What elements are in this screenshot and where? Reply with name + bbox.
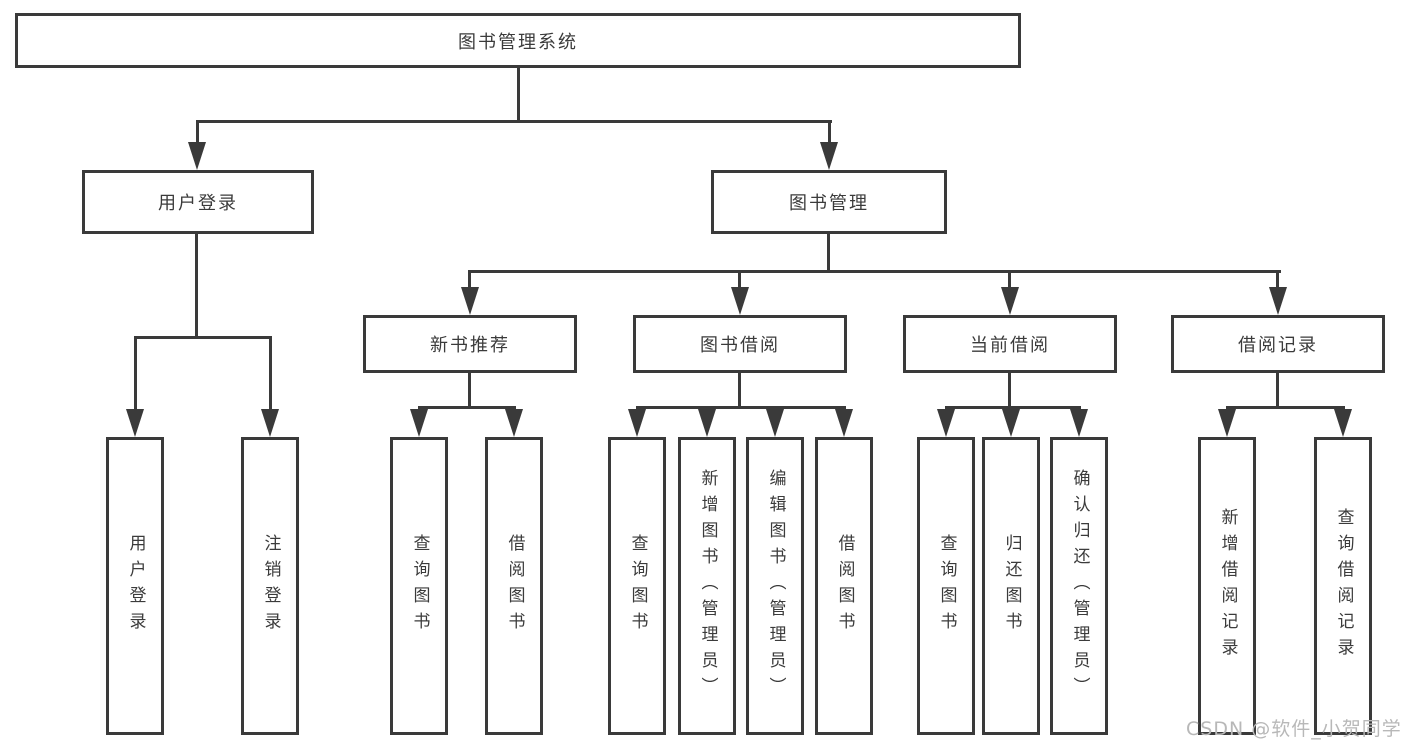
arrow-down-icon	[261, 409, 279, 437]
arrow-down-icon	[766, 409, 784, 437]
connector-line	[1276, 373, 1279, 409]
node-label: 图书管理系统	[458, 31, 578, 53]
node-label: 注销登录	[260, 534, 281, 638]
connector-line	[1008, 270, 1011, 290]
node-label: 当前借阅	[970, 335, 1050, 356]
connector-line	[636, 406, 846, 409]
arrow-down-icon	[461, 287, 479, 315]
leaf-add-borrow-record: 新增借阅记录	[1198, 437, 1256, 735]
arrow-down-icon	[1334, 409, 1352, 437]
node-library-management-system: 图书管理系统	[15, 13, 1021, 68]
connector-line	[1008, 373, 1011, 409]
connector-line	[517, 68, 520, 120]
connector-line	[134, 336, 272, 339]
leaf-edit-books-admin: 编辑图书（管理员）	[746, 437, 804, 735]
node-user-login: 用户登录	[82, 170, 314, 234]
arrow-down-icon	[1269, 287, 1287, 315]
arrow-down-icon	[937, 409, 955, 437]
connector-line	[269, 336, 272, 410]
leaf-borrow-books: 借阅图书	[815, 437, 873, 735]
arrow-down-icon	[628, 409, 646, 437]
node-label: 确认归还（管理员）	[1069, 469, 1090, 703]
csdn-watermark: CSDN @软件_小贺同学	[1186, 718, 1402, 740]
connector-line	[418, 406, 516, 409]
leaf-return-books: 归还图书	[982, 437, 1040, 735]
node-label: 借阅图书	[834, 534, 855, 638]
node-label: 图书借阅	[700, 335, 780, 356]
arrow-down-icon	[731, 287, 749, 315]
node-label: 用户登录	[158, 193, 238, 214]
leaf-add-books-admin: 新增图书（管理员）	[678, 437, 736, 735]
node-label: 新增借阅记录	[1217, 508, 1238, 664]
connector-line	[738, 373, 741, 409]
arrow-down-icon	[820, 142, 838, 170]
node-label: 新书推荐	[430, 335, 510, 356]
connector-line	[134, 336, 137, 410]
arrow-down-icon	[1070, 409, 1088, 437]
leaf-logout: 注销登录	[241, 437, 299, 735]
connector-line	[196, 120, 199, 146]
node-label: 编辑图书（管理员）	[765, 469, 786, 703]
leaf-query-borrow-record: 查询借阅记录	[1314, 437, 1372, 735]
leaf-confirm-return-admin: 确认归还（管理员）	[1050, 437, 1108, 735]
leaf-user-login: 用户登录	[106, 437, 164, 735]
node-book-management: 图书管理	[711, 170, 947, 234]
arrow-down-icon	[1002, 409, 1020, 437]
leaf-query-books: 查询图书	[390, 437, 448, 735]
arrow-down-icon	[505, 409, 523, 437]
node-label: 查询图书	[627, 534, 648, 638]
node-label: 用户登录	[125, 534, 146, 638]
leaf-query-books: 查询图书	[917, 437, 975, 735]
connector-line	[828, 120, 831, 146]
node-borrowing-records: 借阅记录	[1171, 315, 1385, 373]
arrow-down-icon	[410, 409, 428, 437]
connector-line	[468, 270, 471, 290]
connector-line	[195, 234, 198, 336]
node-label: 借阅图书	[504, 534, 525, 638]
connector-line	[1226, 406, 1345, 409]
node-label: 查询图书	[936, 534, 957, 638]
connector-line	[468, 373, 471, 409]
connector-line	[469, 270, 1281, 273]
arrow-down-icon	[1001, 287, 1019, 315]
node-label: 图书管理	[789, 193, 869, 214]
node-new-book-recommendation: 新书推荐	[363, 315, 577, 373]
node-label: 查询借阅记录	[1333, 508, 1354, 664]
connector-line	[738, 270, 741, 290]
node-book-borrowing: 图书借阅	[633, 315, 847, 373]
arrow-down-icon	[698, 409, 716, 437]
node-label: 新增图书（管理员）	[697, 469, 718, 703]
leaf-borrow-books: 借阅图书	[485, 437, 543, 735]
connector-line	[196, 120, 832, 123]
connector-line	[1276, 270, 1279, 290]
arrow-down-icon	[1218, 409, 1236, 437]
leaf-query-books: 查询图书	[608, 437, 666, 735]
connector-line	[945, 406, 1081, 409]
node-label: 查询图书	[409, 534, 430, 638]
node-label: 归还图书	[1001, 534, 1022, 638]
arrow-down-icon	[188, 142, 206, 170]
arrow-down-icon	[835, 409, 853, 437]
node-label: 借阅记录	[1238, 335, 1318, 356]
connector-line	[827, 234, 830, 273]
arrow-down-icon	[126, 409, 144, 437]
node-current-borrowing: 当前借阅	[903, 315, 1117, 373]
